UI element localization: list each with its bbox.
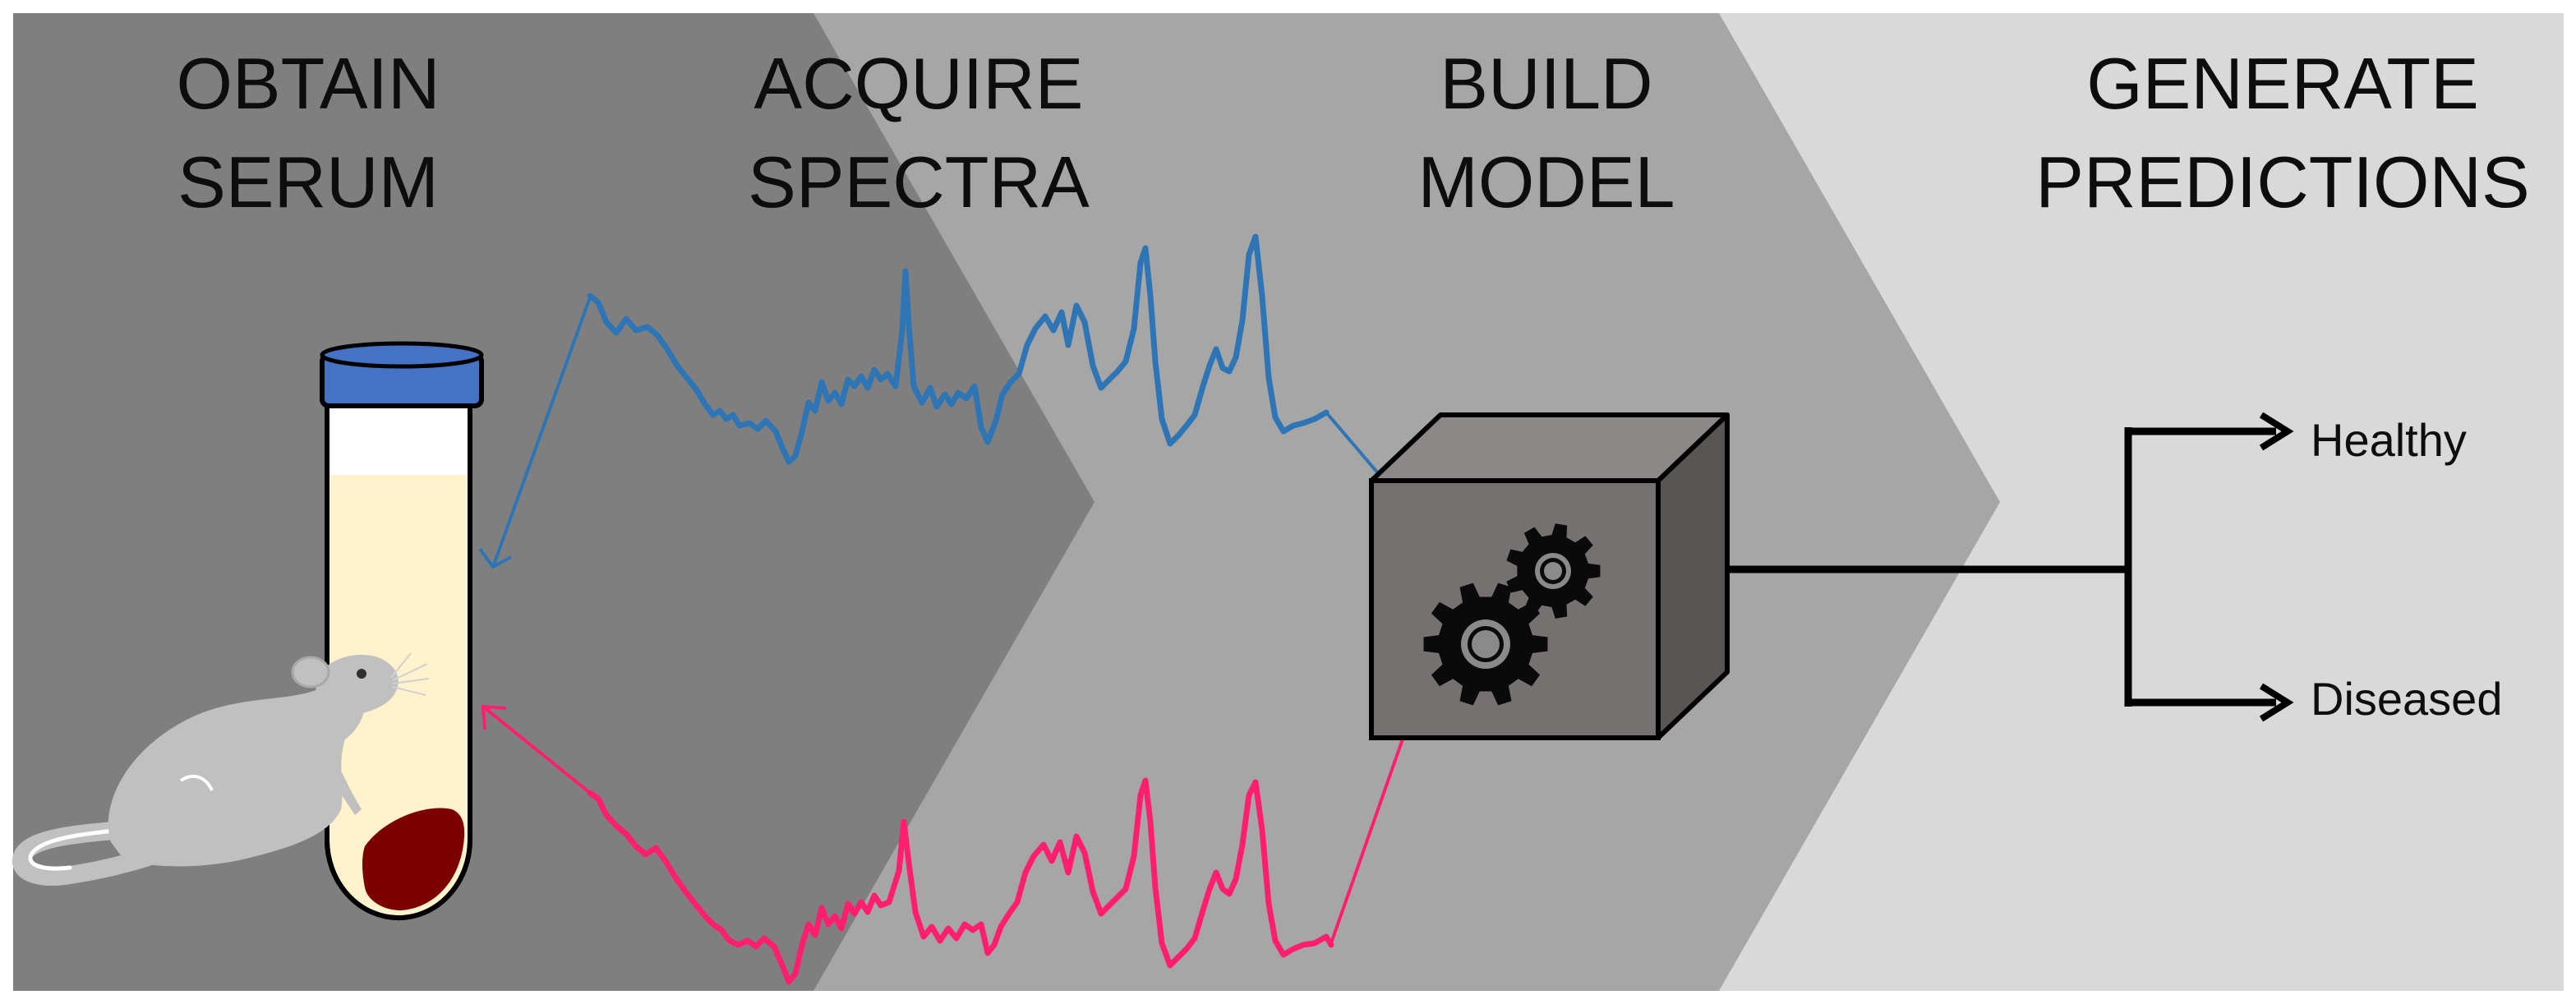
output-label-healthy: Healthy <box>2311 414 2467 466</box>
sample-tube-icon <box>320 341 484 921</box>
gear-ring <box>1544 562 1562 580</box>
arrow-tube-to-diseased <box>481 704 592 794</box>
gear-ring <box>1472 630 1500 658</box>
stage-title-build-model: BUILD MODEL <box>1418 43 1675 223</box>
gear-icon <box>1506 523 1601 619</box>
mouse-icon <box>12 652 430 886</box>
stage-title-line2: SERUM <box>177 141 439 223</box>
stage-title-acquire-spectra: ACQUIRE SPECTRA <box>748 43 1090 223</box>
output-label-diseased: Diseased <box>2311 673 2502 725</box>
stage-title-line2: PREDICTIONS <box>2035 141 2529 223</box>
stage-title-line1: ACQUIRE <box>754 43 1084 124</box>
tube-blood <box>362 808 465 910</box>
spectrum-diseased <box>587 777 1334 985</box>
mouse-head <box>316 654 399 716</box>
stage-title-generate-predictions: GENERATE PREDICTIONS <box>2035 43 2529 223</box>
arrow-healthy-to-tube <box>478 297 592 569</box>
mouse-ear <box>291 656 330 689</box>
tube-serum <box>329 475 468 915</box>
mouse-whiskers <box>390 652 430 696</box>
output-connector <box>1727 412 2294 722</box>
mouse-tail-highlight <box>28 827 126 871</box>
mouse-haunch-line <box>179 774 214 791</box>
stage-title-obtain-serum: OBTAIN SERUM <box>176 43 440 223</box>
gear-icon <box>1423 583 1548 706</box>
stage-title-line1: OBTAIN <box>176 43 440 124</box>
stage-title-line2: SPECTRA <box>748 141 1090 223</box>
stage-title-line1: GENERATE <box>2086 43 2479 124</box>
tube-cap-top <box>320 341 484 369</box>
mouse-hind-leg <box>181 813 247 861</box>
stage-title-line2: MODEL <box>1418 141 1675 223</box>
mouse-front-leg <box>320 739 362 815</box>
spectrum-healthy <box>587 233 1329 465</box>
mouse-body <box>108 678 365 867</box>
stage-title-line1: BUILD <box>1440 43 1652 124</box>
tube-outline <box>325 404 472 921</box>
mouse-eye <box>357 669 366 679</box>
